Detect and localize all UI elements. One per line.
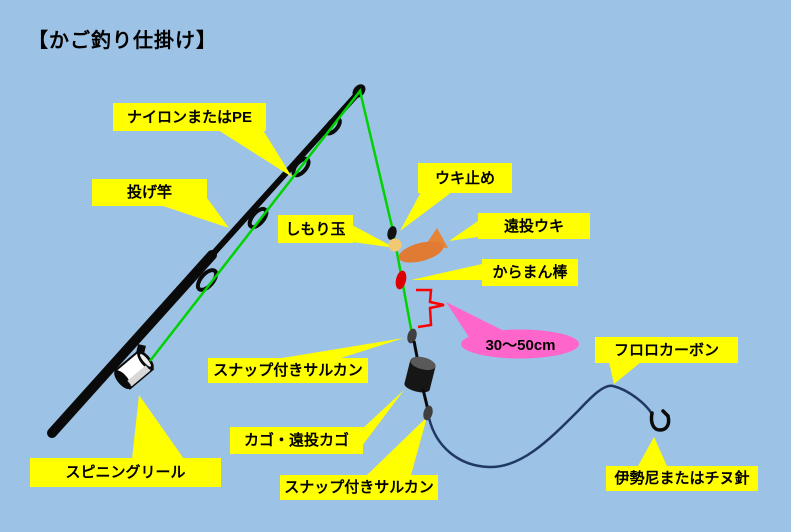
label-snap-swivel-upper: スナップ付きサルカン bbox=[208, 358, 368, 383]
rod-guide-ring-icon bbox=[247, 206, 269, 230]
leader-line bbox=[427, 384, 654, 469]
callout-pointers bbox=[132, 130, 667, 475]
label-hook: 伊勢尼またはチヌ針 bbox=[606, 466, 758, 491]
snap-swivel-upper-icon bbox=[407, 328, 417, 344]
float-stop-icon bbox=[387, 226, 397, 240]
label-karaman-stick: からまん棒 bbox=[482, 259, 578, 286]
cast-float-icon bbox=[398, 228, 448, 263]
label-shimori-ball: しもり玉 bbox=[278, 215, 353, 243]
distance-bubble-text: 30〜50cm bbox=[485, 336, 556, 354]
karaman-stick-icon bbox=[395, 270, 407, 290]
label-casting-rod: 投げ竿 bbox=[92, 179, 207, 206]
shimori-ball-icon bbox=[388, 238, 402, 252]
label-cage: カゴ・遠投カゴ bbox=[230, 427, 363, 454]
page-title: 【かご釣り仕掛け】 bbox=[28, 30, 217, 52]
distance-bubble bbox=[446, 302, 579, 359]
label-fluorocarbon: フロロカーボン bbox=[595, 337, 738, 363]
label-cast-float: 遠投ウキ bbox=[478, 213, 590, 239]
cage-icon bbox=[404, 356, 436, 393]
rod-guide-ring-icon bbox=[195, 268, 219, 292]
snap-swivel-lower-icon bbox=[423, 405, 433, 421]
label-spinning-reel: スピニングリール bbox=[30, 458, 221, 487]
spinning-reel-icon bbox=[113, 344, 155, 390]
label-float-stop: ウキ止め bbox=[418, 163, 512, 193]
label-nylon-pe: ナイロンまたはPE bbox=[113, 103, 266, 131]
label-snap-swivel-lower: スナップ付きサルカン bbox=[280, 475, 438, 500]
hook-icon bbox=[649, 409, 671, 432]
distance-bracket-icon bbox=[416, 288, 445, 329]
